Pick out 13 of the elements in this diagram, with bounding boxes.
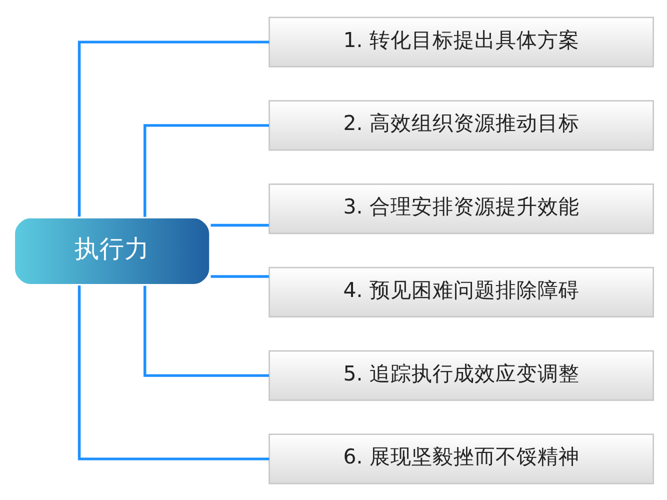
node-box: 5. 追踪执行成效应变调整 — [268, 350, 654, 400]
connector — [78, 285, 270, 460]
connector — [78, 40, 270, 216]
node-box: 执行力 — [12, 215, 212, 286]
node-box: 6. 展现坚毅挫而不馁精神 — [268, 433, 654, 484]
connector — [210, 274, 269, 278]
connector — [144, 285, 270, 376]
node-box: 1. 转化目标提出具体方案 — [268, 16, 654, 67]
connector — [144, 124, 270, 216]
node-box: 2. 高效组织资源推动目标 — [268, 100, 654, 150]
connector — [210, 223, 269, 226]
node-box: 3. 合理安排资源提升效能 — [268, 183, 654, 234]
node-box: 4. 预见困难问题排除障碍 — [268, 266, 654, 317]
